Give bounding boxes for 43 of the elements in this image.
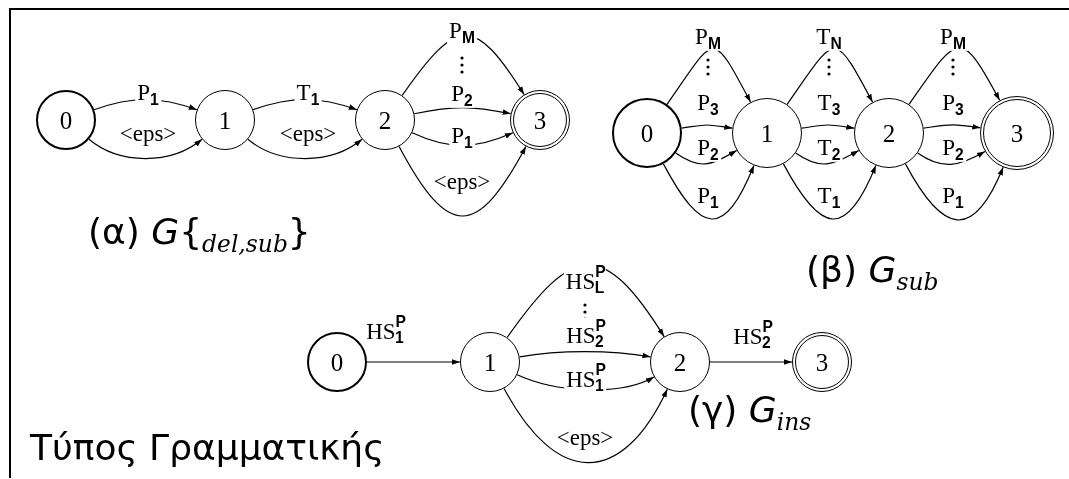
state-number: 1: [760, 120, 774, 146]
transition-arrow: [681, 124, 733, 130]
final-state-circle: [510, 90, 570, 150]
transition-arrow: [398, 145, 527, 217]
state-number: 1: [483, 349, 497, 375]
transition-arrow: [904, 163, 1004, 221]
final-state-circle: [792, 332, 852, 392]
state-circle: [854, 98, 924, 168]
start-state-circle: [36, 90, 96, 150]
state-circle: [650, 332, 710, 392]
transition-arrow: [917, 150, 986, 165]
state-number: 0: [640, 120, 654, 146]
state-number: 1: [218, 107, 232, 133]
state-number: 2: [378, 107, 392, 133]
transition-arrow: [675, 149, 738, 165]
state-number: 3: [815, 349, 829, 375]
transition-arrow: [795, 149, 860, 165]
transition-arrow: [518, 350, 652, 359]
transition-arrow: [88, 138, 203, 160]
caption-text: (α) G{$_{del,sub}$}: [88, 212, 311, 258]
state-circle: [732, 98, 802, 168]
start-state-circle: [307, 332, 367, 392]
caption-text: (γ) G$_{ins}$: [688, 390, 812, 436]
state-circle: [460, 332, 520, 392]
caption-text: Τύπος Γραμματικής: [30, 428, 385, 468]
state-number: 3: [1010, 120, 1024, 146]
state-number: 3: [533, 107, 547, 133]
transition-arrow: [366, 359, 461, 365]
state-number: 0: [330, 349, 344, 375]
transition-arrow: [247, 138, 363, 160]
state-circle: [355, 90, 415, 150]
state-circle: [195, 90, 255, 150]
transition-arrow: [782, 163, 877, 220]
transition-arrow: [801, 124, 855, 130]
start-state-circle: [612, 98, 682, 168]
state-number: 0: [59, 107, 73, 133]
transition-arrow: [503, 387, 668, 464]
transition-arrow: [662, 163, 755, 220]
state-number: 2: [882, 120, 896, 146]
transition-arrow: [923, 123, 981, 130]
caption-text: (β) G$_{sub}$: [806, 250, 939, 296]
transition-arrow: [709, 359, 793, 365]
state-number: 2: [673, 349, 687, 375]
